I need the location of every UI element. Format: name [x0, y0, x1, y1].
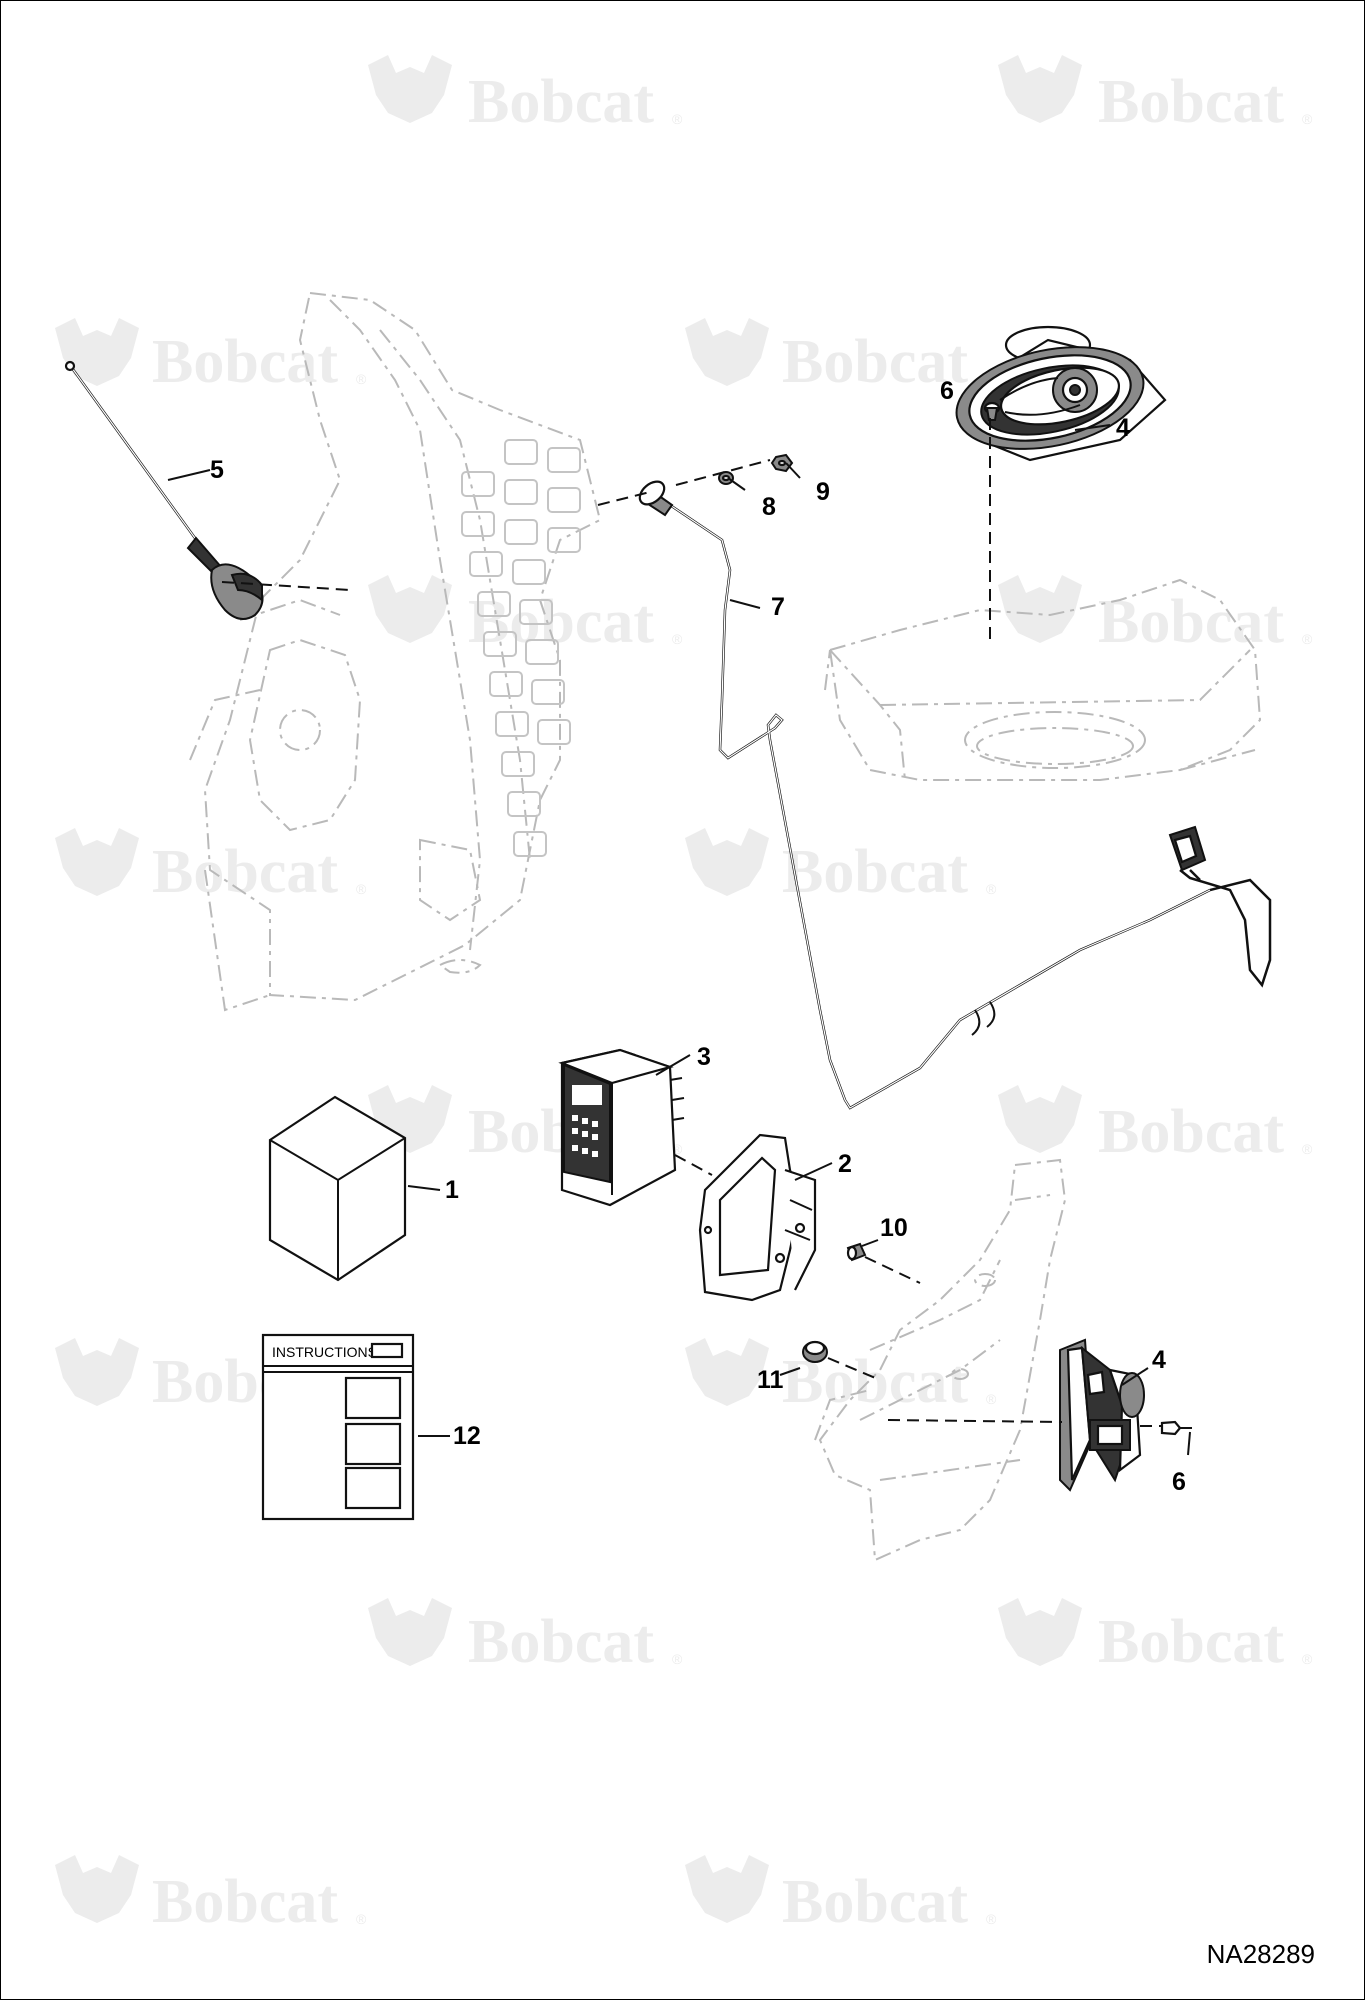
- watermark-reg-mark: ®: [672, 631, 683, 647]
- grille-cells: [461, 439, 581, 857]
- part-8-washer: [718, 471, 734, 485]
- callout-leaders: [167, 424, 1191, 1456]
- callout-6-bottom: 6: [1172, 1468, 1186, 1496]
- watermark-reg-mark: ®: [1302, 1141, 1313, 1157]
- watermark-text: Bobcat: [782, 838, 968, 906]
- radio-faceplate-buttons: [572, 1085, 602, 1157]
- callout-11: 11: [757, 1366, 784, 1394]
- part-2-mounting-bracket: [698, 1133, 817, 1302]
- callout-3: 3: [697, 1043, 711, 1071]
- drawing-number: NA28289: [1206, 1939, 1315, 1969]
- watermark-text: Bobcat: [1098, 68, 1284, 136]
- watermark-text: Bobcat: [152, 1868, 338, 1936]
- watermark-reg-mark: ®: [356, 881, 367, 897]
- watermark-logo-icon: [55, 828, 139, 896]
- watermark-logo-icon: [998, 55, 1082, 123]
- part-11-grommet: [802, 1340, 828, 1363]
- callout-4-top: 4: [1116, 414, 1130, 442]
- watermark-reg-mark: ®: [1302, 1651, 1313, 1667]
- watermark-reg-mark: ®: [986, 1391, 997, 1407]
- callout-1: 1: [445, 1176, 459, 1204]
- watermark-logo-icon: [998, 1598, 1082, 1666]
- watermark-logo-icon: [55, 1855, 139, 1923]
- callout-5: 5: [210, 456, 224, 484]
- part-6-bottom-screw: [1160, 1420, 1192, 1436]
- watermark-text: Bobcat: [152, 328, 338, 396]
- watermark-text: Bobcat: [468, 588, 654, 656]
- instructions-card-heading: INSTRUCTIONS: [272, 1344, 377, 1360]
- part-7-antenna-cable: [638, 480, 1272, 1110]
- watermark-reg-mark: ®: [356, 1911, 367, 1927]
- watermark-text: Bobcat: [152, 838, 338, 906]
- machine-frame-ghost: [189, 291, 1262, 1562]
- assembly-hidden-lines: [221, 418, 1162, 1427]
- part-6-top-screw: [983, 401, 1001, 421]
- watermark-text: Bobcat: [1098, 588, 1284, 656]
- part-3-radio: [558, 1048, 685, 1207]
- callout-6-top: 6: [940, 377, 954, 405]
- part-4-bottom-speaker: [1059, 1338, 1145, 1492]
- watermark-logo-icon: [368, 1598, 452, 1666]
- watermark-logo-icon: [55, 1338, 139, 1406]
- watermark-reg-mark: ®: [986, 881, 997, 897]
- watermark-text: Bobcat: [468, 1608, 654, 1676]
- part-4-top-speaker: [955, 325, 1167, 462]
- callout-7: 7: [771, 593, 785, 621]
- watermark-text: Bobcat: [782, 328, 968, 396]
- part-10-screw: [846, 1242, 867, 1262]
- watermark-text: Bobcat: [1098, 1098, 1284, 1166]
- watermark-reg-mark: ®: [1302, 111, 1313, 127]
- watermark-logo-icon: [998, 1085, 1082, 1153]
- callout-9: 9: [816, 478, 830, 506]
- watermark-text: Bobcat: [1098, 1608, 1284, 1676]
- watermark-logo-icon: [55, 318, 139, 386]
- watermark-logo-icon: [685, 828, 769, 896]
- watermark-logo-icon: [998, 575, 1082, 643]
- watermark-reg-mark: ®: [986, 1911, 997, 1927]
- watermark-reg-mark: ®: [1302, 631, 1313, 647]
- watermark-text: Bobcat: [468, 68, 654, 136]
- watermark-logo-icon: [685, 1855, 769, 1923]
- watermark-logo-icon: [685, 1338, 769, 1406]
- watermark-reg-mark: ®: [672, 111, 683, 127]
- callout-10: 10: [880, 1214, 908, 1242]
- watermark-layer: Bobcat ® Bobcat ® Bobcat ® Bobcat ® Bobc…: [55, 55, 1313, 1936]
- callout-12: 12: [453, 1422, 481, 1450]
- watermark-logo-icon: [685, 318, 769, 386]
- watermark-reg-mark: ®: [356, 371, 367, 387]
- callout-8: 8: [762, 493, 776, 521]
- callout-labels: 5 1 12 3 2 8 9 7 6 4 4 6 10 11: [210, 377, 1186, 1496]
- callout-4-bottom: 4: [1152, 1346, 1166, 1374]
- watermark-reg-mark: ®: [672, 1651, 683, 1667]
- watermark-reg-mark: ®: [672, 1141, 683, 1157]
- watermark-logo-icon: [368, 575, 452, 643]
- part-5-antenna: [64, 360, 264, 620]
- part-9-nut: [770, 453, 794, 473]
- watermark-logo-icon: [368, 55, 452, 123]
- part-12-instructions-card: INSTRUCTIONS: [261, 1333, 415, 1521]
- part-1-box: [268, 1095, 407, 1282]
- watermark-text: Bobcat: [782, 1868, 968, 1936]
- callout-2: 2: [838, 1150, 852, 1178]
